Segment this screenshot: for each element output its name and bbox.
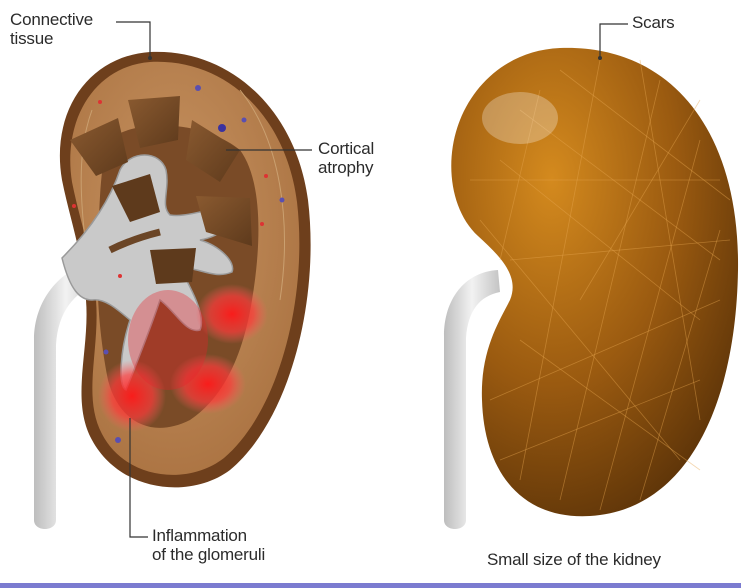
bottom-border [0,583,741,588]
label-connective-tissue: Connective tissue [10,10,93,48]
whole-kidney [444,48,738,529]
label-inflammation: Inflammation of the glomeruli [152,526,265,564]
sectioned-kidney [34,52,311,529]
label-small-size: Small size of the kidney [487,550,661,569]
label-scars: Scars [632,13,674,32]
label-cortical-atrophy: Cortical atrophy [318,139,374,177]
kidney-highlight [482,92,558,144]
